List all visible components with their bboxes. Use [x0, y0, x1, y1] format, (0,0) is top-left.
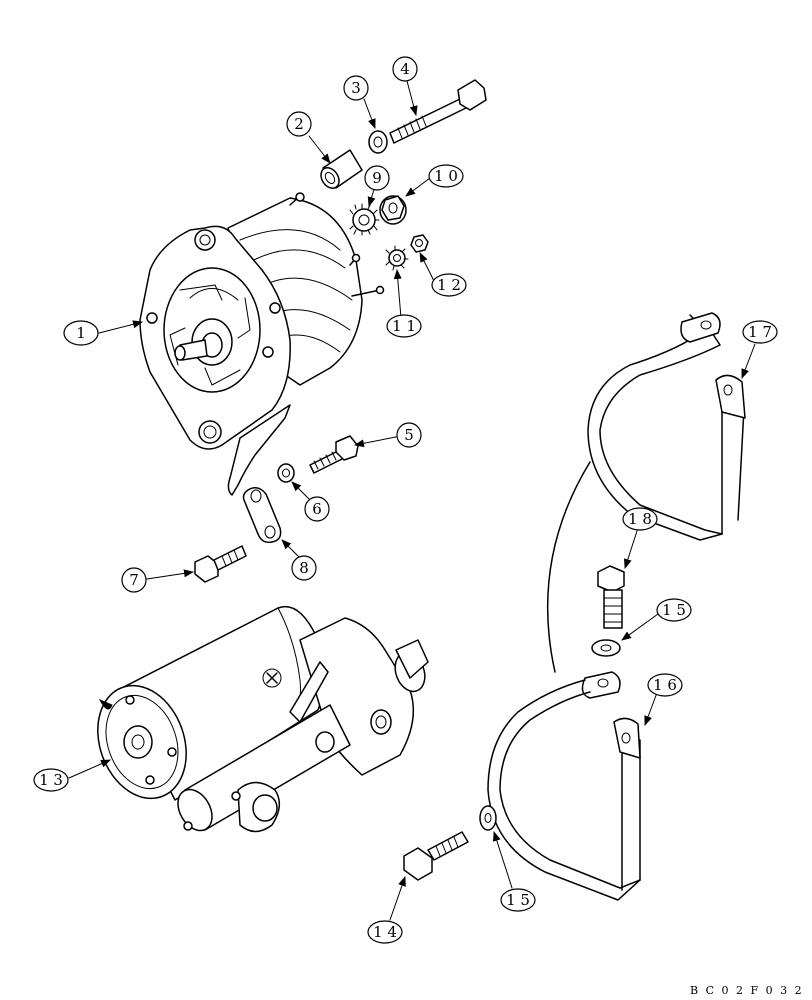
- callout-5: 5: [396, 422, 422, 448]
- bolt-5: [309, 435, 359, 474]
- callout-10: 1 0: [428, 164, 464, 188]
- callout-7: 7: [121, 567, 147, 593]
- callout-1: 1: [63, 320, 99, 346]
- starter-motor: [97, 606, 429, 833]
- bolt-18: [597, 565, 625, 629]
- callout-15-upper: 1 5: [656, 598, 692, 622]
- long-bolt: [389, 79, 487, 144]
- cable-line: [546, 461, 591, 673]
- callout-label: 1 4: [373, 923, 397, 941]
- callout-18: 1 8: [622, 507, 658, 531]
- callout-label: 8: [299, 559, 309, 577]
- callout-label: 1 5: [506, 891, 530, 909]
- flat-washer: [368, 130, 388, 154]
- callout-4: 4: [392, 56, 418, 82]
- callout-3: 3: [343, 75, 369, 101]
- strap-17: [587, 312, 746, 541]
- washer-15-upper: [591, 639, 621, 657]
- washer-6: [277, 463, 295, 483]
- callout-label: 1 0: [434, 167, 458, 185]
- lock-washer-toothed: [349, 203, 380, 236]
- callout-label: 1 5: [662, 601, 686, 619]
- callout-13: 1 3: [33, 768, 69, 792]
- callout-6: 6: [304, 496, 330, 522]
- callout-8: 8: [291, 555, 317, 581]
- callout-label: 3: [351, 79, 361, 97]
- callout-11: 1 1: [386, 314, 422, 338]
- callout-17: 1 7: [742, 320, 778, 344]
- callout-label: 1 7: [748, 323, 772, 341]
- bolt-14: [403, 831, 469, 881]
- callout-12: 1 2: [431, 273, 467, 297]
- callout-16: 1 6: [647, 673, 683, 697]
- flange-nut: [379, 195, 407, 225]
- callout-label: 1 2: [437, 276, 461, 294]
- alternator: [139, 192, 385, 496]
- bolt-7: [194, 545, 247, 583]
- callout-label: 4: [400, 60, 410, 78]
- figure-code: B C 0 2 F 0 3 2: [690, 984, 804, 997]
- callout-label: 1 8: [628, 510, 652, 528]
- washer-15-lower: [479, 805, 497, 831]
- spacer-bushing: [320, 149, 363, 189]
- callout-label: 7: [129, 571, 139, 589]
- lock-washer-small: [385, 245, 409, 271]
- callout-label: 2: [294, 115, 304, 133]
- callout-2: 2: [286, 111, 312, 137]
- callout-label: 5: [404, 426, 414, 444]
- callout-15-lower: 1 5: [500, 888, 536, 912]
- callout-9: 9: [364, 165, 390, 191]
- callout-label: 1 6: [653, 676, 677, 694]
- callout-label: 1 3: [39, 771, 63, 789]
- callout-label: 9: [372, 169, 382, 187]
- callout-label: 6: [312, 500, 322, 518]
- callout-label: 1 1: [392, 317, 416, 335]
- callout-14: 1 4: [367, 920, 403, 944]
- hex-nut-small: [410, 234, 429, 253]
- callout-label: 1: [76, 324, 86, 342]
- link-bracket-8: [242, 487, 282, 544]
- strap-16: [487, 671, 641, 901]
